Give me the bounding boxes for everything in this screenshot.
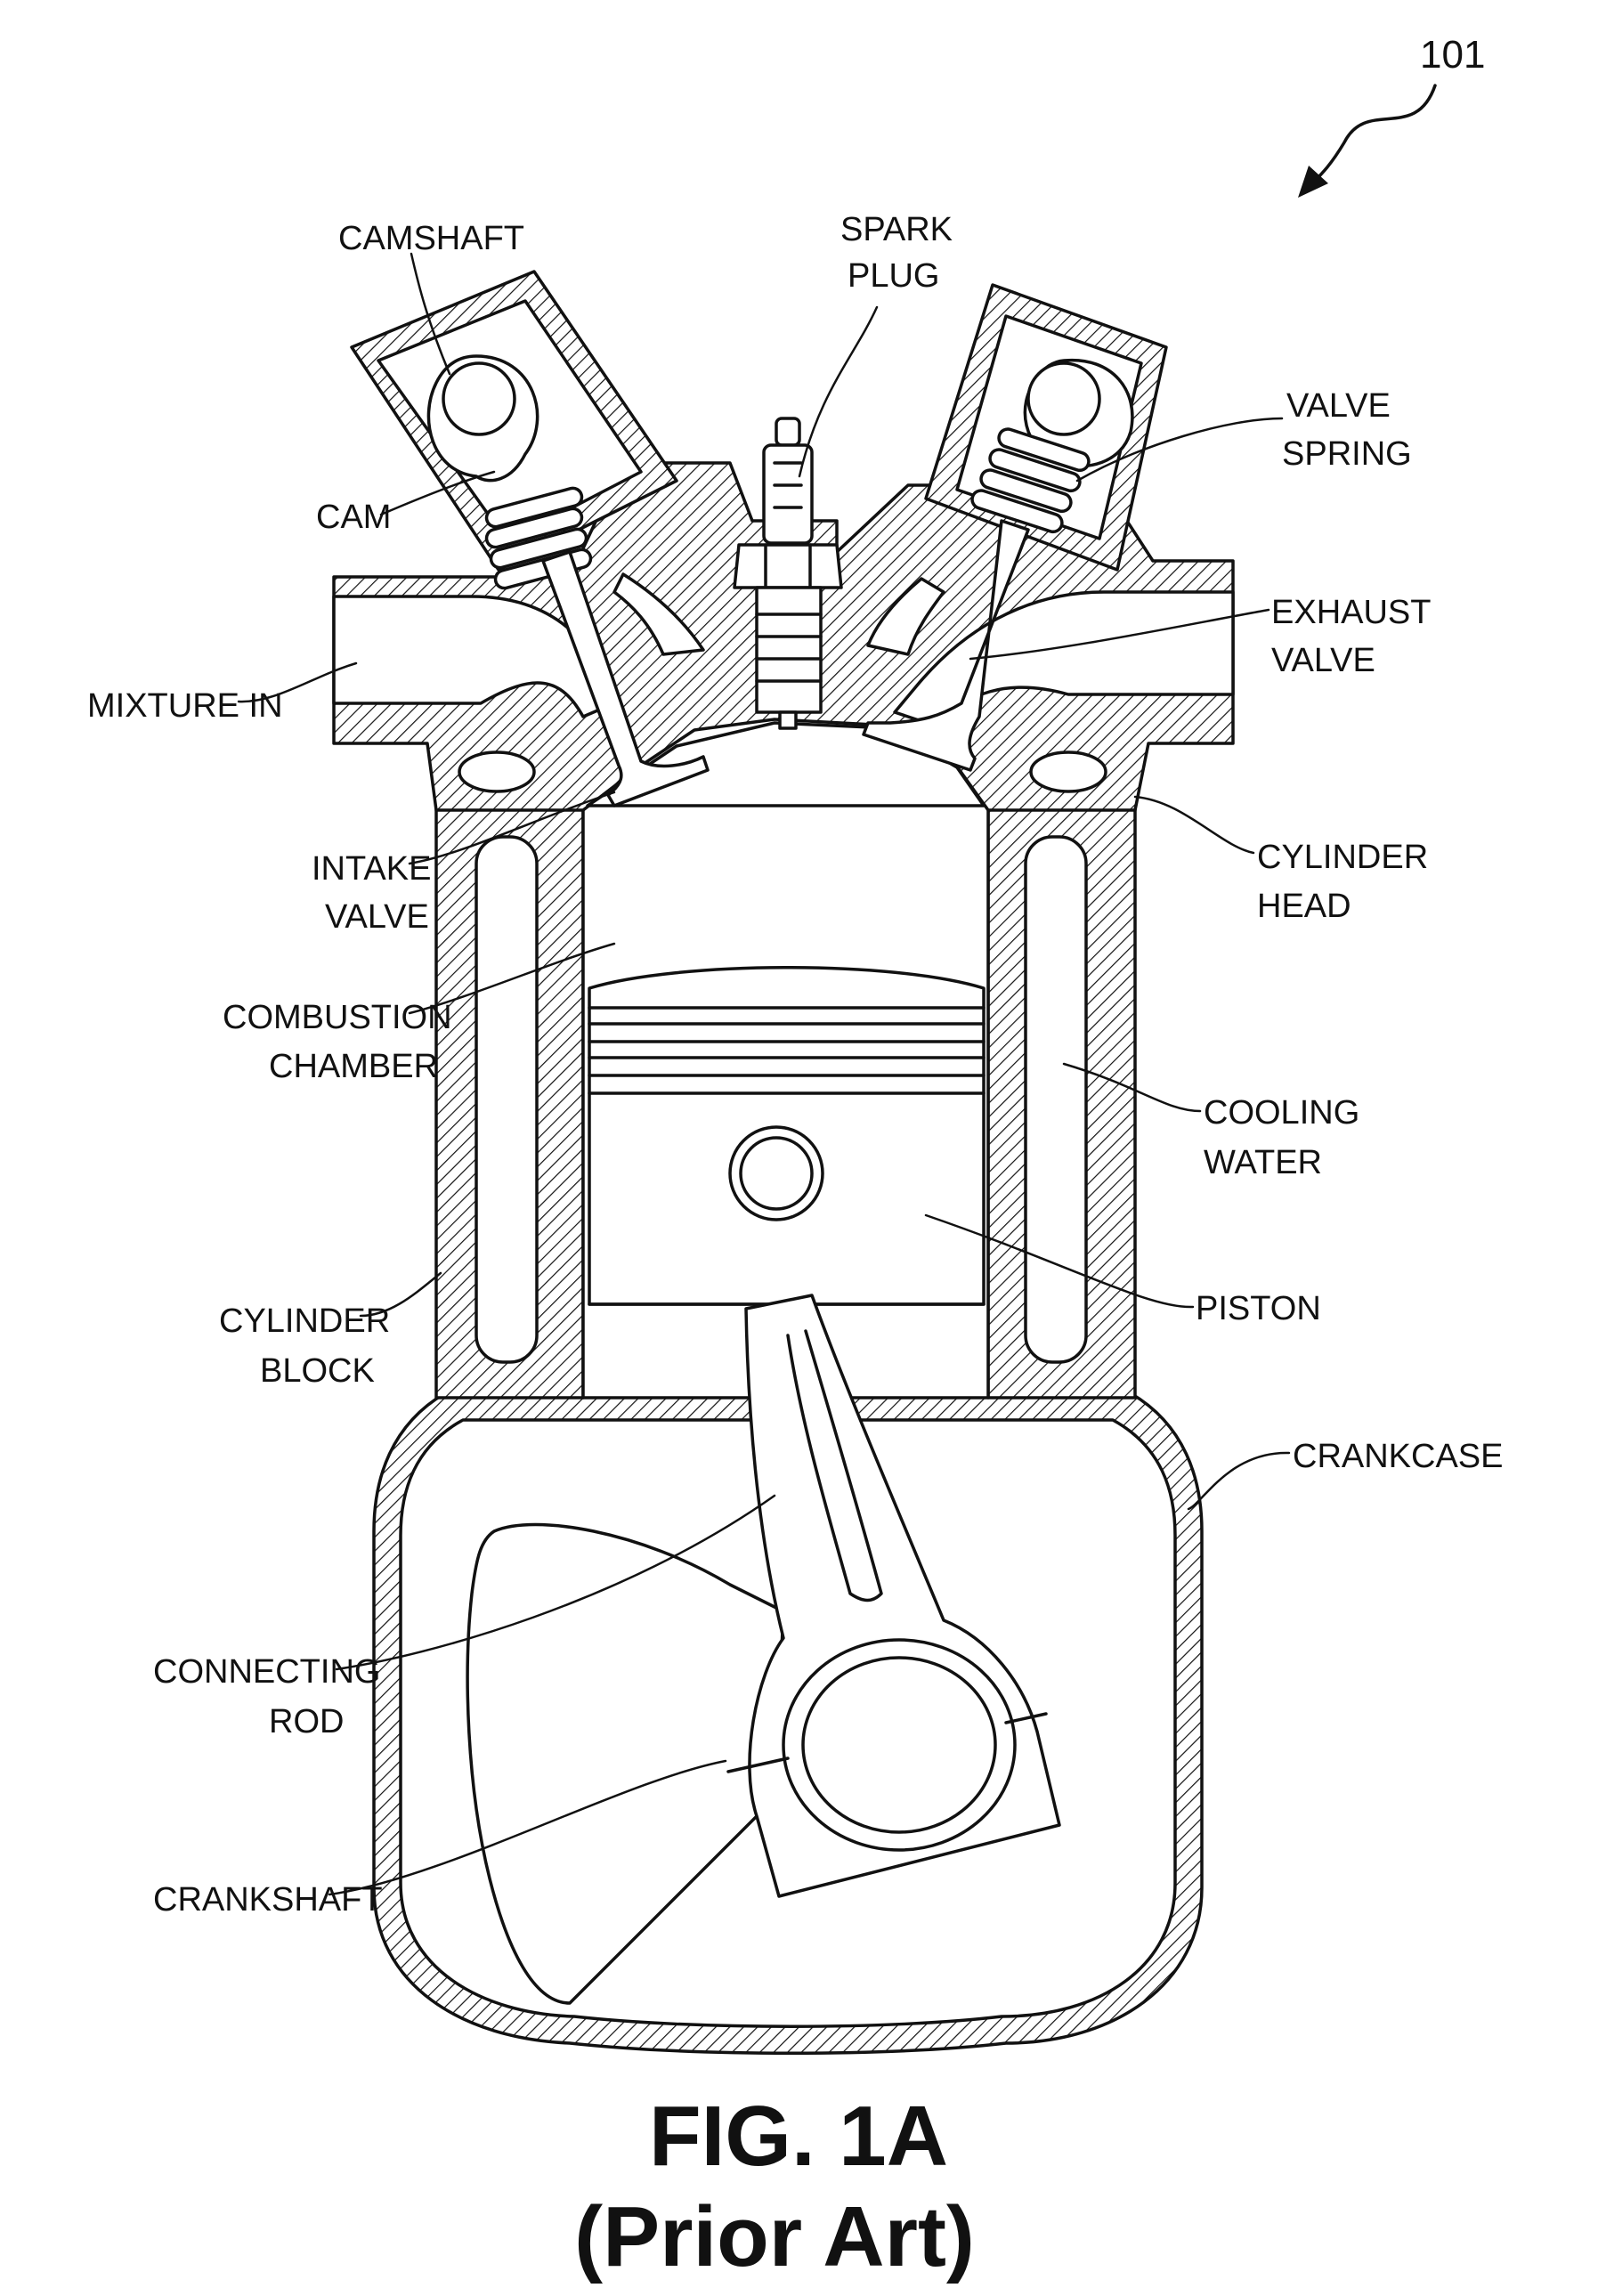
- label-cooling-water-line1: COOLING: [1204, 1094, 1359, 1132]
- label-cylinder-head: CYLINDER HEAD: [1257, 839, 1428, 925]
- label-spark-plug: SPARK PLUG: [840, 211, 953, 295]
- label-mixture-in-text: MIXTURE IN: [87, 687, 283, 725]
- cooling-passage-left: [476, 837, 537, 1362]
- label-exhaust-valve-line1: EXHAUST: [1271, 594, 1431, 631]
- reference-numeral: 101: [1420, 33, 1485, 77]
- label-mixture-in: MIXTURE IN: [87, 687, 283, 725]
- figure-caption-title: FIG. 1A: [649, 2089, 948, 2184]
- label-exhaust-valve: EXHAUST VALVE: [1271, 594, 1431, 679]
- label-crankshaft-text: CRANKSHAFT: [153, 1881, 383, 1919]
- camshaft-right: [1028, 363, 1099, 434]
- label-valve-spring-line1: VALVE: [1286, 387, 1391, 425]
- label-piston-text: PISTON: [1196, 1290, 1321, 1327]
- label-camshaft: CAMSHAFT: [338, 220, 524, 257]
- label-intake-valve: INTAKE VALVE: [312, 850, 431, 936]
- label-intake-valve-line2: VALVE: [325, 898, 429, 936]
- label-crankcase-text: CRANKCASE: [1293, 1438, 1504, 1475]
- reference-arrow: [1313, 85, 1435, 183]
- label-piston: PISTON: [1196, 1290, 1321, 1327]
- label-connecting-rod: CONNECTING ROD: [153, 1653, 380, 1740]
- wrist-pin: [730, 1127, 823, 1220]
- label-cooling-water: COOLING WATER: [1204, 1094, 1359, 1181]
- label-intake-valve-line1: INTAKE: [312, 850, 431, 888]
- label-cam: CAM: [316, 499, 391, 536]
- label-cooling-water-line2: WATER: [1204, 1144, 1322, 1181]
- head-cooling-right: [1031, 752, 1106, 791]
- label-camshaft-text: CAMSHAFT: [338, 220, 524, 257]
- label-cam-text: CAM: [316, 499, 391, 536]
- label-combustion-chamber-line2: CHAMBER: [269, 1048, 438, 1085]
- crankshaft-journal: [803, 1658, 995, 1832]
- piston: [589, 968, 984, 1304]
- head-cooling-left: [459, 752, 534, 791]
- cooling-passage-right: [1026, 837, 1086, 1362]
- label-connecting-rod-line2: ROD: [269, 1703, 344, 1740]
- label-crankshaft: CRANKSHAFT: [153, 1881, 383, 1919]
- label-cylinder-head-line1: CYLINDER: [1257, 839, 1428, 876]
- label-cylinder-head-line2: HEAD: [1257, 888, 1351, 925]
- label-cylinder-block: CYLINDER BLOCK: [219, 1302, 390, 1390]
- figure-caption-subtitle: (Prior Art): [574, 2189, 975, 2284]
- label-valve-spring-line2: SPRING: [1282, 435, 1412, 473]
- label-valve-spring: VALVE SPRING: [1282, 387, 1412, 473]
- label-cylinder-block-line1: CYLINDER: [219, 1302, 390, 1340]
- label-cylinder-block-line2: BLOCK: [260, 1352, 375, 1390]
- leader-crankcase: [1188, 1453, 1289, 1509]
- label-connecting-rod-line1: CONNECTING: [153, 1653, 380, 1691]
- label-spark-plug-line2: PLUG: [848, 257, 939, 295]
- label-exhaust-valve-line2: VALVE: [1271, 642, 1375, 679]
- label-combustion-chamber: COMBUSTION CHAMBER: [223, 999, 452, 1085]
- label-crankcase: CRANKCASE: [1293, 1438, 1504, 1475]
- leader-cylinder-head: [1135, 797, 1253, 853]
- camshaft-left: [443, 363, 515, 434]
- label-combustion-chamber-line1: COMBUSTION: [223, 999, 452, 1036]
- label-spark-plug-line1: SPARK: [840, 211, 953, 248]
